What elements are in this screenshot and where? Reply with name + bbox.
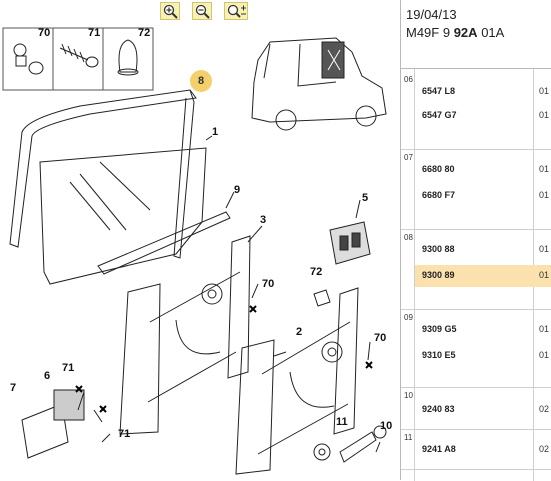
- date-label: 19/04/13: [406, 7, 457, 22]
- list-item[interactable]: 6547 G7 01: [415, 105, 549, 127]
- reference-part-a: M49F 9: [406, 25, 451, 40]
- list-item[interactable]: 9300 88 01: [415, 239, 549, 261]
- zoom-in-button[interactable]: [160, 2, 180, 20]
- callout-11[interactable]: 11: [336, 416, 348, 428]
- callout-71-b[interactable]: 71: [118, 428, 131, 440]
- group-label: 09: [404, 313, 413, 322]
- callout-70[interactable]: 70: [38, 27, 51, 39]
- callout-72[interactable]: 72: [138, 27, 151, 39]
- list-item[interactable]: 6680 80 01: [415, 159, 549, 181]
- group-label: 07: [404, 153, 413, 162]
- part-qty: 01: [539, 164, 550, 174]
- part-code: 9241 A8: [422, 444, 456, 454]
- group-label: 08: [404, 233, 413, 242]
- part-qty: 01: [539, 110, 550, 120]
- zoom-toolbar: [0, 0, 400, 22]
- part-code: 9309 G5: [422, 324, 457, 334]
- part-code: 9240 83: [422, 404, 455, 414]
- callout-2[interactable]: 2: [296, 326, 303, 338]
- reference-part-b: 92A: [453, 25, 478, 40]
- part-code: 6547 L8: [422, 86, 456, 96]
- group-divider: [401, 469, 551, 470]
- list-item[interactable]: 9310 E5 01: [415, 345, 549, 367]
- callout-71-a[interactable]: 71: [62, 362, 75, 374]
- parts-diagram: 70 71 72 8 1 9 3 5 70 72 2 70 7 6 71 71 …: [0, 22, 400, 480]
- zoom-fit-button[interactable]: [224, 2, 248, 20]
- part-code: 9300 89: [422, 270, 455, 280]
- reference-part-c: 01A: [481, 25, 505, 40]
- group-label: 06: [404, 75, 413, 84]
- callout-10[interactable]: 10: [380, 420, 393, 432]
- diagram-reference: M49F 9 92A 01A: [406, 25, 504, 40]
- list-item[interactable]: 9241 A8 02: [415, 439, 549, 461]
- group-divider: [401, 429, 551, 430]
- part-qty: 01: [539, 270, 550, 280]
- callout-70-mid[interactable]: 70: [262, 278, 275, 290]
- part-qty: 01: [539, 190, 550, 200]
- group-column-divider: [414, 69, 415, 481]
- part-code: 6547 G7: [422, 110, 457, 120]
- part-code: 6680 F7: [422, 190, 456, 200]
- magnifier-arrows-icon: [227, 4, 246, 18]
- window-regulator-drawing: [2, 27, 387, 475]
- parts-list-panel: 19/04/13 M49F 9 92A 01A 06 6547 L8 01 65…: [400, 0, 551, 481]
- group-divider: [401, 229, 551, 230]
- list-item[interactable]: 6547 L8 01: [415, 81, 549, 103]
- part-qty: 02: [539, 404, 550, 414]
- callout-1[interactable]: 1: [212, 126, 219, 138]
- group-divider: [401, 309, 551, 310]
- part-code: 9310 E5: [422, 350, 456, 360]
- part-code: 9300 88: [422, 244, 455, 254]
- callout-70-right[interactable]: 70: [374, 332, 387, 344]
- callout-8-highlighted[interactable]: 8: [190, 70, 212, 92]
- part-qty: 01: [539, 350, 550, 360]
- part-qty: 02: [539, 444, 550, 454]
- callout-71[interactable]: 71: [88, 27, 101, 39]
- list-item[interactable]: 9240 83 02: [415, 399, 549, 421]
- part-qty: 01: [539, 244, 550, 254]
- group-label: 10: [404, 391, 413, 400]
- group-divider: [401, 149, 551, 150]
- group-label: 11: [404, 433, 413, 442]
- callout-9[interactable]: 9: [234, 184, 241, 196]
- group-divider: [401, 387, 551, 388]
- callout-5[interactable]: 5: [362, 192, 369, 204]
- magnifier-plus-icon: [163, 4, 178, 19]
- part-code: 6680 80: [422, 164, 455, 174]
- part-qty: 01: [539, 324, 550, 334]
- list-item[interactable]: 9309 G5 01: [415, 319, 549, 341]
- list-item-selected[interactable]: 9300 89 01: [415, 265, 551, 287]
- callout-6[interactable]: 6: [44, 370, 51, 382]
- part-qty: 01: [539, 86, 550, 96]
- zoom-out-button[interactable]: [192, 2, 212, 20]
- magnifier-minus-icon: [195, 4, 210, 19]
- callout-3[interactable]: 3: [260, 214, 267, 226]
- parts-list: 06 6547 L8 01 6547 G7 01 07 6680 80 01 6…: [401, 68, 551, 481]
- list-item[interactable]: 6680 F7 01: [415, 185, 549, 207]
- callout-72-mid[interactable]: 72: [310, 266, 323, 278]
- callout-7[interactable]: 7: [10, 382, 17, 394]
